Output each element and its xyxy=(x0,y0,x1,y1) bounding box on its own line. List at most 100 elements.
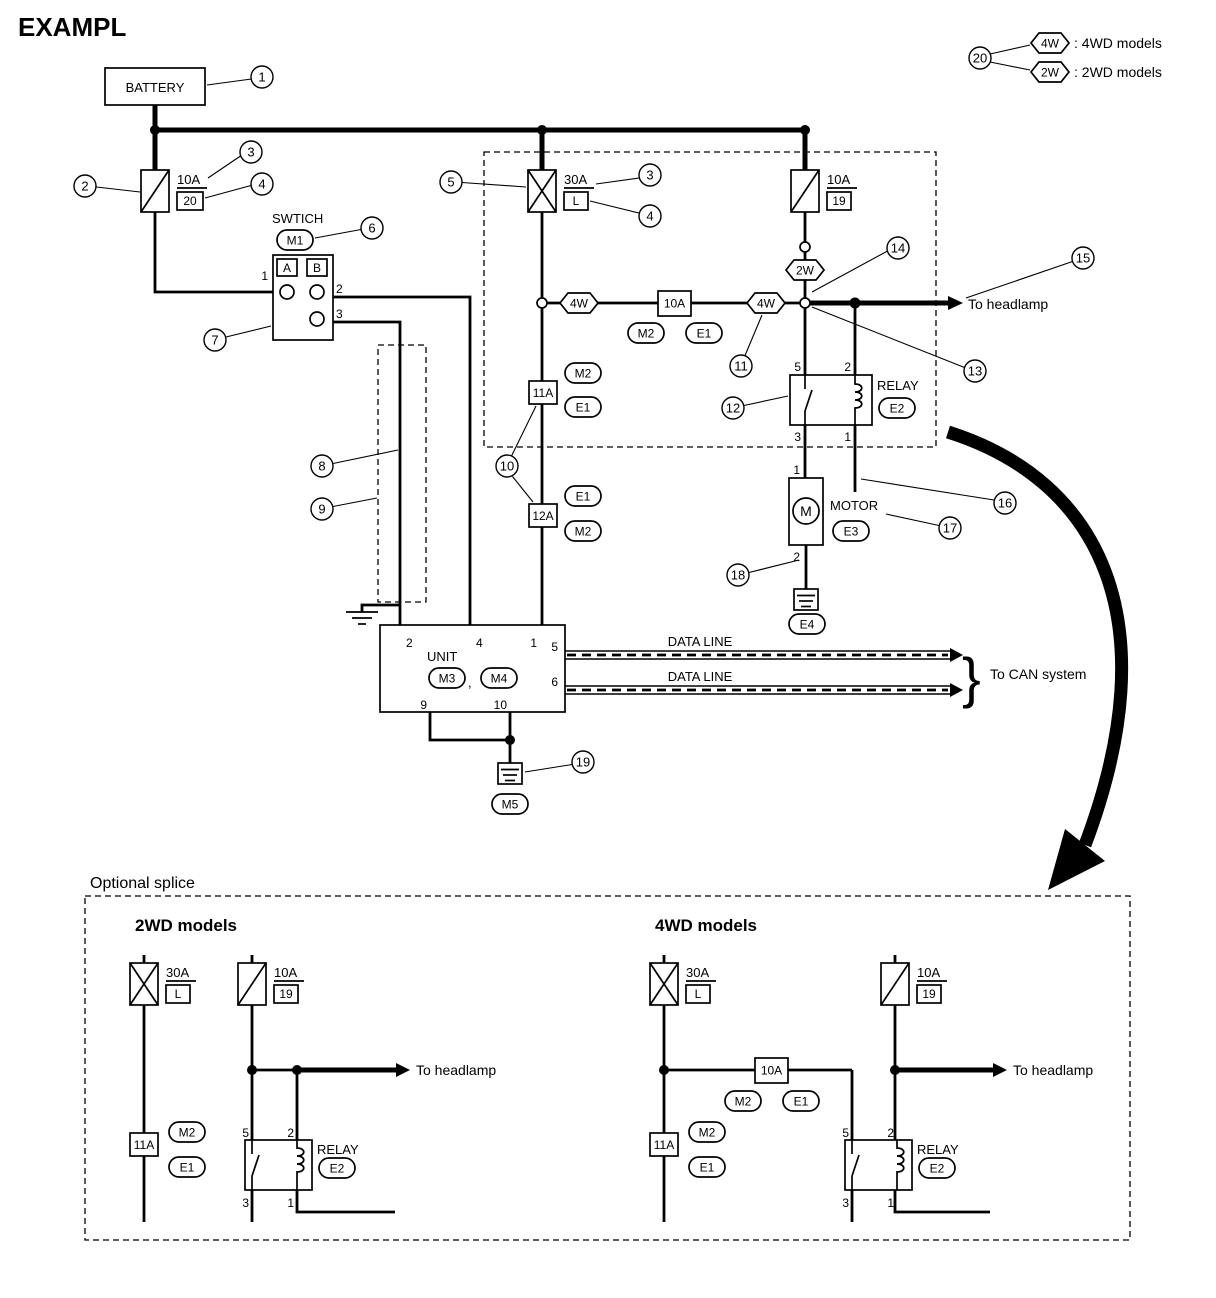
2w-hexagon xyxy=(784,259,826,281)
connector-11a-box xyxy=(528,380,558,405)
junction-dot xyxy=(247,1065,257,1075)
legend-2w-tag: 2W xyxy=(1041,66,1060,80)
fuse-rating: 10A xyxy=(177,172,200,187)
connector-e2-oval xyxy=(918,1157,956,1179)
legend-4w-hexagon xyxy=(1029,32,1071,54)
data-line-2: DATA LINE xyxy=(565,669,963,697)
connector-e1: E1 xyxy=(576,490,591,504)
to-headlamp-label: To headlamp xyxy=(968,296,1048,312)
switch-pin-3: 3 xyxy=(336,307,343,321)
connector-m2-oval xyxy=(564,520,602,542)
legend-ref-number: 20 xyxy=(973,51,987,66)
4wd-models-title: 4WD models xyxy=(655,916,757,935)
unit-pin-1: 1 xyxy=(530,636,537,650)
legend-ref-circle xyxy=(968,46,992,70)
callout-2: 2 xyxy=(81,179,88,194)
fuse-rating: 10A xyxy=(917,965,940,980)
connector-e1: E1 xyxy=(794,1095,809,1109)
connector-m2-oval xyxy=(168,1121,206,1143)
unit: 2 4 1 5 6 9 10 UNIT M3 , M4 xyxy=(379,624,566,713)
callout-12: 12 xyxy=(726,401,740,416)
switch-contact xyxy=(279,284,295,300)
fuse-number: 19 xyxy=(279,987,293,1001)
fuse-number-box xyxy=(685,984,711,1004)
connector-m2: M2 xyxy=(575,525,592,539)
connector-e1-oval xyxy=(564,396,602,418)
harness-dashed-box xyxy=(377,344,427,603)
optional-splice-box xyxy=(84,895,1131,1241)
fuse-number-box xyxy=(176,191,204,211)
junction-dot xyxy=(890,1065,900,1075)
unit-pin-5: 5 xyxy=(551,640,558,654)
relay-pin-3: 3 xyxy=(842,1196,849,1210)
connector-11a-box xyxy=(129,1132,159,1157)
battery: BATTERY xyxy=(104,67,206,106)
connector-e4: E4 xyxy=(800,618,815,632)
connector-12a-box xyxy=(528,503,558,528)
connector-m2-oval xyxy=(564,362,602,384)
connector-e2: E2 xyxy=(330,1162,345,1176)
fuse-number: L xyxy=(175,987,182,1001)
callout-16: 16 xyxy=(998,496,1012,511)
relay-pin-1: 1 xyxy=(887,1196,894,1210)
connector-e1: E1 xyxy=(180,1161,195,1175)
splice-circle xyxy=(799,297,811,309)
fuse-rating: 30A xyxy=(686,965,709,980)
callout-6: 6 xyxy=(368,221,375,236)
comma: , xyxy=(468,675,472,690)
connector-e1-oval xyxy=(564,485,602,507)
splice-line-4w: 4W 10A M2 E1 4W xyxy=(536,290,805,344)
fuse-number-box xyxy=(165,984,191,1004)
relay-pin-5: 5 xyxy=(842,1126,849,1140)
relay-coil xyxy=(854,375,863,425)
connector-e2: E2 xyxy=(930,1162,945,1176)
inline-fuse-10a-box xyxy=(754,1057,789,1084)
arrowhead xyxy=(948,296,963,310)
arrowhead xyxy=(950,648,963,662)
relay-pin-2: 2 xyxy=(287,1126,294,1140)
fuse-number-box xyxy=(563,191,589,211)
arrowhead xyxy=(396,1063,410,1077)
chassis-ground-symbol xyxy=(346,611,378,625)
relay-coil xyxy=(896,1140,905,1190)
callout-18: 18 xyxy=(731,568,745,583)
callout-5: 5 xyxy=(447,175,454,190)
ground-e4: E4 xyxy=(788,588,826,635)
inline-fuse-10a-box xyxy=(657,290,692,317)
connector-e2-oval xyxy=(878,397,916,419)
relay-pin-5: 5 xyxy=(242,1126,249,1140)
unit-ground: M5 xyxy=(428,712,529,815)
relay-pin-2: 2 xyxy=(887,1126,894,1140)
callouts: 1 2 3 4 5 3 4 6 7 8 9 10 11 12 13 14 15 … xyxy=(73,65,1095,774)
callout-1: 1 xyxy=(258,70,265,85)
callout-4: 4 xyxy=(258,177,265,192)
relay-label: RELAY xyxy=(877,378,919,393)
legend-2w-desc: : 2WD models xyxy=(1074,64,1162,80)
switch: SWTICH M1 A B 1 2 3 xyxy=(261,211,343,341)
connector-11a-box xyxy=(649,1132,679,1157)
connector-e3: E3 xyxy=(844,525,859,539)
connector-m1: M1 xyxy=(287,234,304,248)
connector-m2: M2 xyxy=(575,367,592,381)
switch-pin-2: 2 xyxy=(336,282,343,296)
4w-tag: 4W xyxy=(570,297,589,311)
callout-11: 11 xyxy=(734,359,748,374)
relay-main: 5 2 3 1 RELAY E2 xyxy=(789,360,919,492)
fuse-10a-20: 10A 20 xyxy=(140,169,207,213)
connector-11a-label: 11A xyxy=(654,1138,674,1152)
switch-col-a: A xyxy=(283,261,291,275)
connector-11a-label: 11A xyxy=(533,386,553,400)
data-line-label: DATA LINE xyxy=(668,669,733,684)
connector-e1-oval xyxy=(685,322,723,344)
connector-m2: M2 xyxy=(179,1126,196,1140)
splice-2wd: 2WD models 30A L 11A M2 E1 10A 19 To hea… xyxy=(129,916,496,1222)
legend: 20 4W : 4WD models 2W : 2WD models xyxy=(968,32,1162,83)
data-line-label: DATA LINE xyxy=(668,634,733,649)
motor-circle xyxy=(792,497,820,525)
relay-pin-2: 2 xyxy=(844,360,851,374)
callout-13: 13 xyxy=(968,364,982,379)
unit-label: UNIT xyxy=(427,649,457,664)
relay-contact xyxy=(251,1140,260,1190)
relay-pin-1: 1 xyxy=(287,1196,294,1210)
